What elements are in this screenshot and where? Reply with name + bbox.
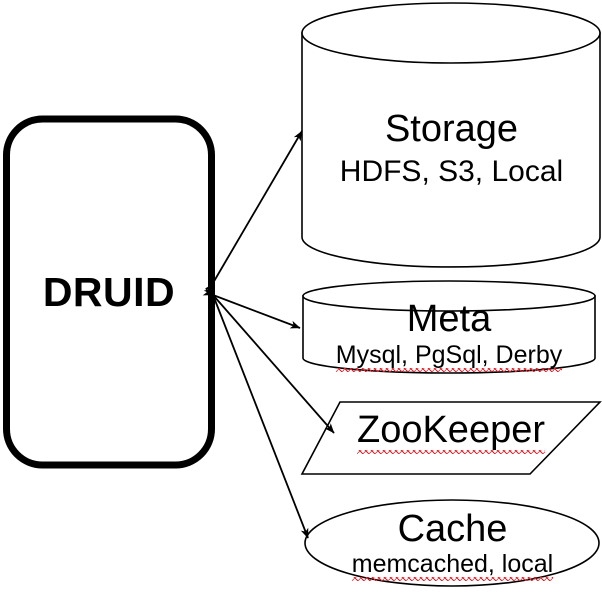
storage-node-shape[interactable] xyxy=(301,2,601,268)
meta-node-shape[interactable] xyxy=(302,280,596,374)
cache-node-shape[interactable] xyxy=(304,499,600,587)
zookeeper-node-shape[interactable] xyxy=(300,401,602,475)
connector-druid-meta xyxy=(202,287,301,329)
druid-box-shape[interactable] xyxy=(3,115,215,469)
connector-druid-storage xyxy=(204,130,303,294)
connector-druid-cache xyxy=(205,284,309,539)
